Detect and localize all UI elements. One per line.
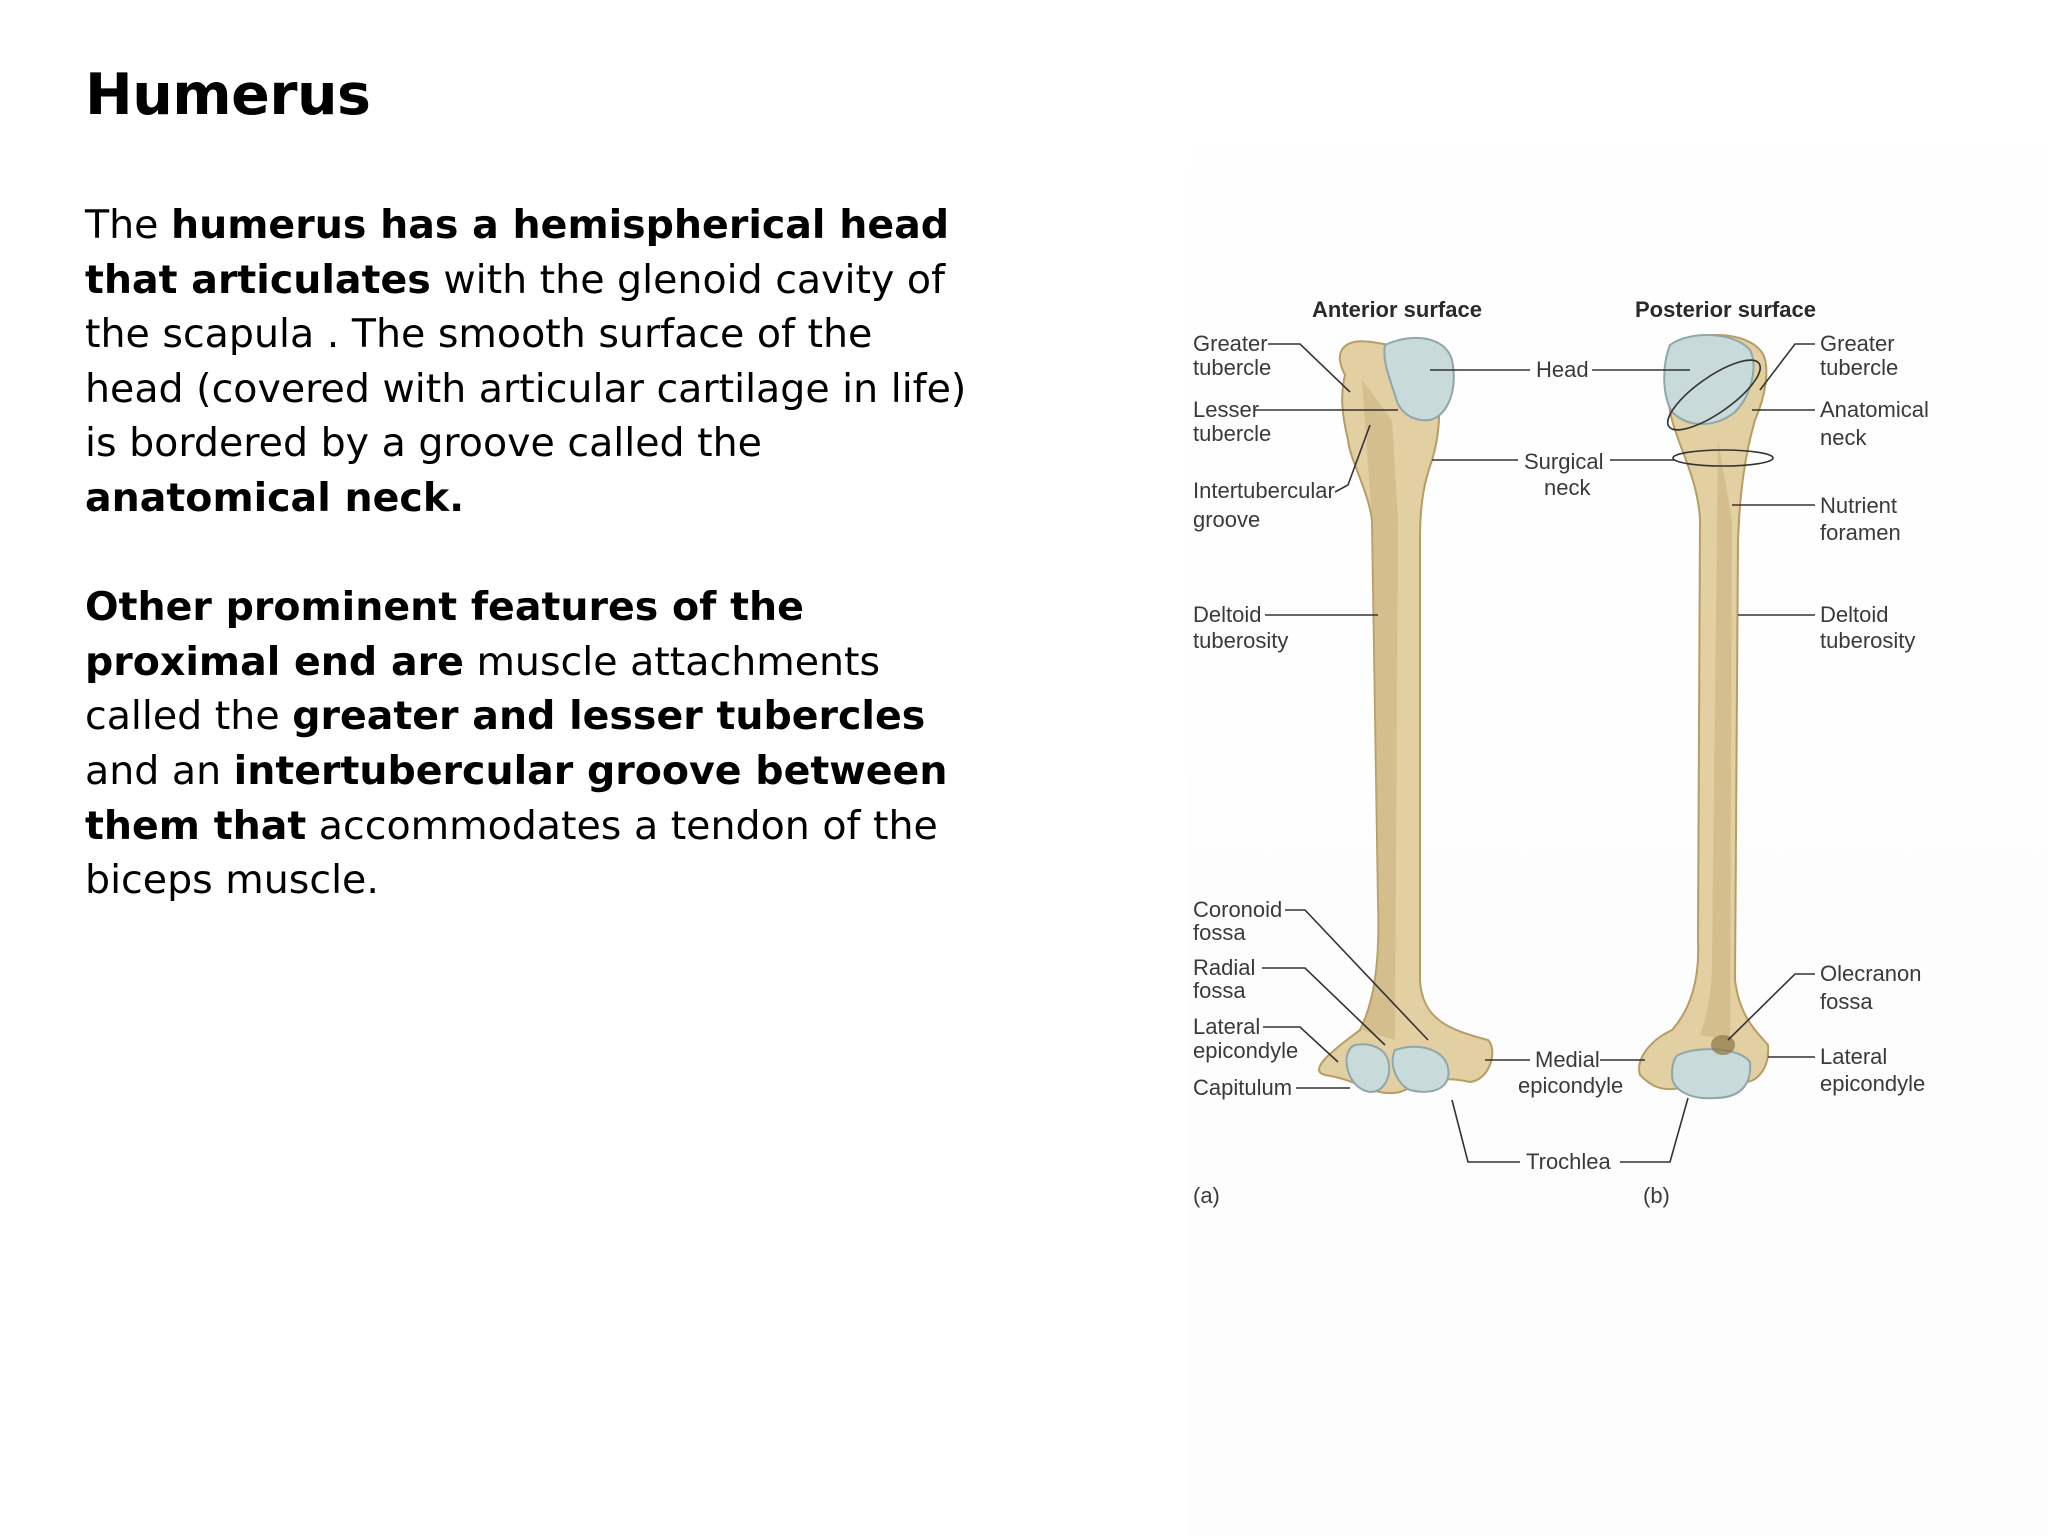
text-run: The	[85, 202, 172, 248]
body-text: The humerus has a hemispherical head tha…	[85, 198, 975, 908]
paragraph-proximal-features: Other prominent features of the proximal…	[85, 580, 975, 908]
svg-text:Head: Head	[1536, 357, 1589, 382]
posterior-humerus-bone	[1638, 334, 1774, 1100]
diagram-background	[1188, 0, 2048, 1536]
bold-text-run: intertubercular groove between them that	[85, 747, 948, 849]
text-run: with the glenoid cavity of the scapula .…	[85, 256, 967, 467]
anterior-surface-title: Anterior surface	[1312, 297, 1482, 322]
bold-text-run: Other prominent features of the proximal…	[85, 584, 804, 685]
anterior-humerus-bone	[1318, 336, 1494, 1095]
svg-text:Capitulum: Capitulum	[1193, 1075, 1292, 1100]
capitulum-label: Capitulum	[1193, 1075, 1350, 1100]
text-run: and an	[85, 747, 234, 794]
bold-text-run: humerus has a hemispherical head that ar…	[85, 202, 950, 303]
bold-text-run: anatomical neck.	[85, 474, 465, 521]
posterior-surface-title: Posterior surface	[1635, 297, 1816, 322]
panel-b-label: (b)	[1643, 1183, 1670, 1208]
bold-text-run: greater and lesser tubercles	[292, 693, 926, 740]
head-label: Head	[1430, 357, 1690, 382]
svg-text:Trochlea: Trochlea	[1526, 1149, 1612, 1174]
panel-a-label: (a)	[1193, 1183, 1220, 1208]
text-run: muscle attachments called the	[85, 638, 881, 740]
trochlea-label: Trochlea	[1451, 1097, 1689, 1174]
slide-title: Humerus	[85, 62, 371, 128]
text-run: accommodates a tendon of the biceps musc…	[85, 802, 938, 904]
paragraph-head: The humerus has a hemispherical head tha…	[85, 198, 975, 526]
